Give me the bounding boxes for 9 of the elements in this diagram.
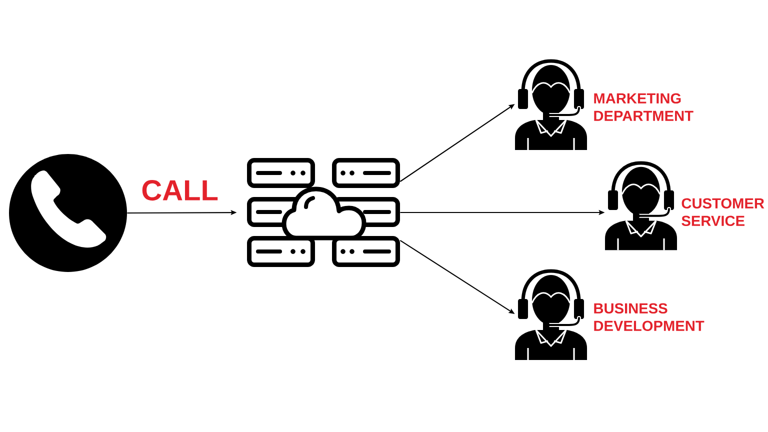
phone-icon xyxy=(9,154,127,272)
server-cloud-icon xyxy=(247,158,400,267)
headset-agent-icon xyxy=(515,269,587,360)
department-label: CUSTOMER SERVICE xyxy=(682,198,764,226)
headset-agent-icon xyxy=(515,59,587,150)
edge-label: CALL xyxy=(142,180,218,201)
department-label: MARKETING DEPARTMENT xyxy=(594,93,694,121)
department-label: BUSINESS DEVELOPMENT xyxy=(594,303,704,332)
headset-agent-icon xyxy=(605,161,677,250)
